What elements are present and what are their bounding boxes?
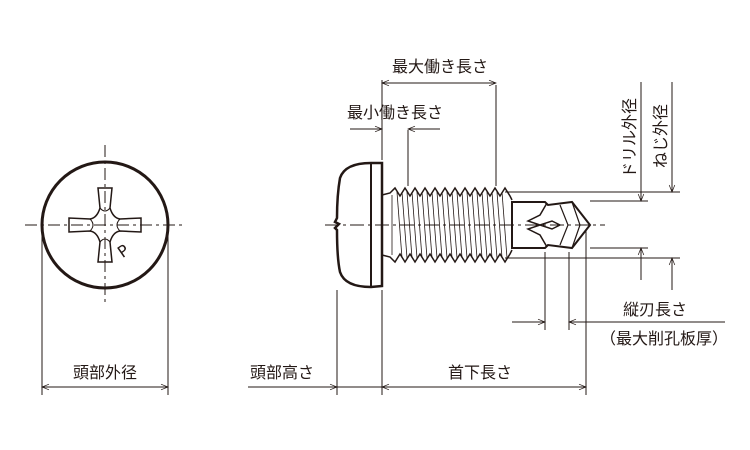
recess-mark: P — [114, 240, 133, 261]
pan-head — [333, 161, 384, 289]
label-drill-diameter: ドリル外径 — [620, 98, 639, 178]
dimension-lines — [248, 79, 725, 395]
label-head-diameter: 頭部外径 — [73, 363, 137, 382]
label-under-head-length: 首下長さ — [448, 363, 512, 382]
label-max-work-length: 最大働き長さ — [392, 57, 488, 76]
phillips-recess-icon — [68, 187, 142, 263]
thread-top — [381, 186, 513, 201]
label-head-height: 頭部高さ — [250, 363, 314, 382]
label-thread-diameter: ねじ外径 — [651, 104, 670, 168]
label-max-drill-thickness: （最大削孔板厚） — [600, 329, 728, 348]
head-top-view: P — [25, 145, 185, 395]
label-flute-length: 縦刃長さ — [623, 300, 687, 319]
label-min-work-length: 最小働き長さ — [347, 103, 443, 122]
thread-bottom — [381, 249, 513, 264]
screw-side-view — [325, 161, 605, 289]
